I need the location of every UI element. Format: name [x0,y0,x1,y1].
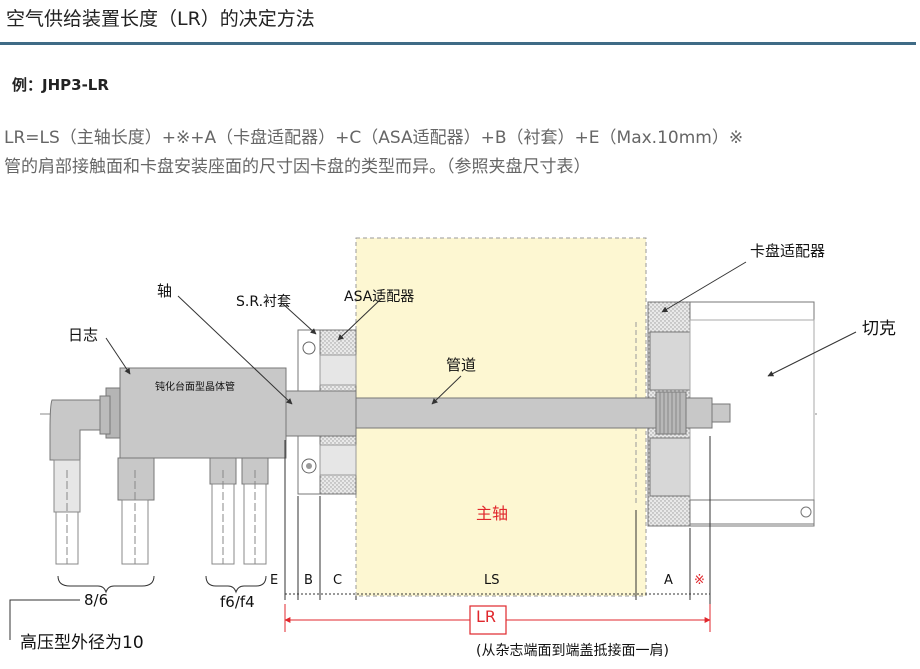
housing [119,367,287,459]
label-high-pressure: 高压型外径为10 [20,633,144,653]
dim-ls: LS [484,573,500,588]
pipe-body [355,397,657,429]
label-spindle: 主轴 [476,504,509,523]
label-cutter: 切克 [862,319,896,339]
example-label: 例：JHP3-LR [12,76,109,94]
description-line-2: 管的肩部接触面和卡盘安装座面的尺寸因卡盘的类型而异。（参照夹盘尺寸表） [4,157,591,177]
label-logo: 日志 [68,326,99,344]
brace-tube-right [205,575,267,594]
dim-mark: ※ [694,573,705,588]
label-housing: 钝化台面型晶体管 [155,382,235,393]
label-shaft: 轴 [157,282,173,300]
description-line-1: LR=LS（主轴长度）+※+A（卡盘适配器）+C（ASA适配器）+B（衬套）+E… [4,128,744,148]
dim-c: C [333,573,343,588]
dim-b: B [304,573,313,588]
label-lr: LR [476,607,497,626]
lr-box [469,605,507,635]
dim-e: E [270,573,279,588]
label-sr-bushing: S.R.衬套 [236,294,292,310]
page-title: 空气供给装置长度（LR）的决定方法 [6,8,315,30]
brace-tube-left [57,575,155,594]
title-divider [0,42,916,45]
label-lr-note: (从杂志端面到端盖抵接面一肩) [476,643,669,659]
high-pressure-leader [9,599,80,640]
dim-a: A [664,573,673,588]
label-tube-right: f6/f4 [220,593,255,611]
label-tube-left: 8/6 [84,591,109,609]
description: LR=LS（主轴长度）+※+A（卡盘适配器）+C（ASA适配器）+B（衬套）+E… [4,124,916,182]
label-pipe: 管道 [446,356,477,374]
shaft-body [284,390,357,437]
label-asa-adapter: ASA适配器 [344,289,415,305]
label-chuck-adapter: 卡盘适配器 [750,242,826,260]
elbow-fitting [49,399,101,461]
